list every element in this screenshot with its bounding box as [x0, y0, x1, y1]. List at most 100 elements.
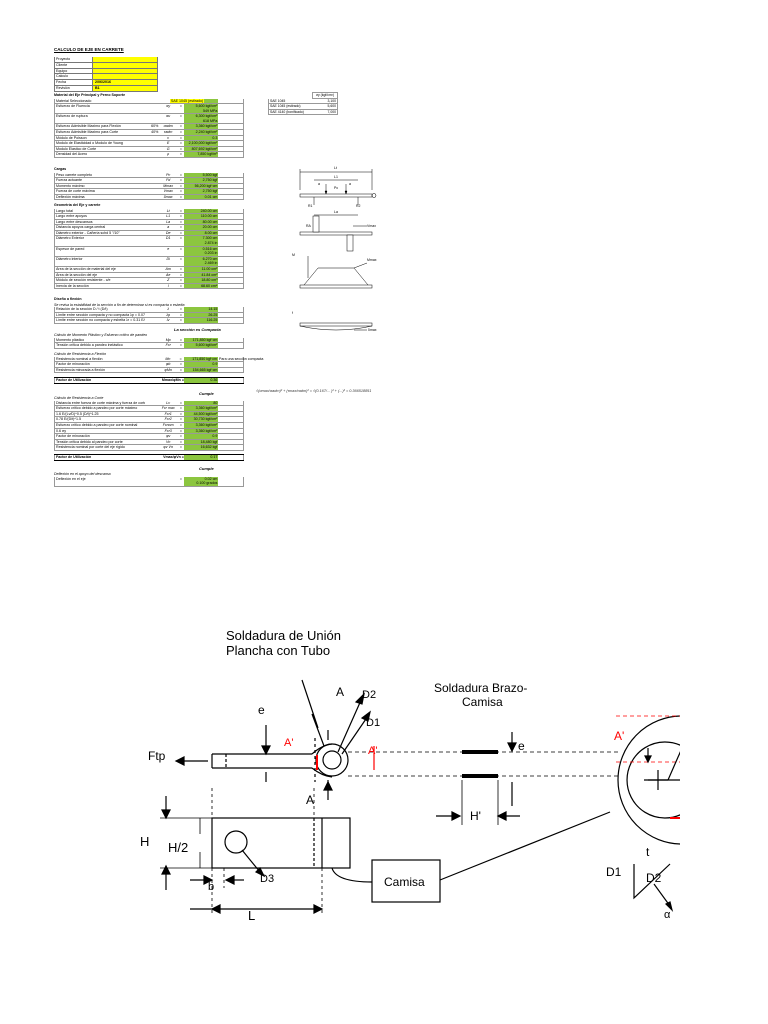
section-verdict: La sección es Compacta — [174, 327, 221, 332]
row-value: 3,360 kgf/cm² — [183, 406, 219, 411]
row-unit — [218, 130, 244, 135]
drawing-label-h-half: H/2 — [168, 840, 188, 855]
row-symbol: φMn — [164, 367, 172, 372]
row-symbol: σadm — [163, 124, 173, 129]
drawing-title-1: Soldadura de Unión — [226, 628, 341, 643]
project-label: Proyecto — [54, 57, 92, 62]
row-label: Espesor de pared — [54, 246, 145, 256]
row-label: Peso carrete completo — [54, 172, 145, 178]
drawing-title2-2: Camisa — [462, 695, 503, 709]
row-percent — [145, 267, 159, 272]
material-section: Material del Eje Principal y Perno Sopor… — [54, 93, 244, 159]
row-percent — [145, 401, 159, 406]
row-symbol: Ae — [165, 272, 171, 277]
project-value[interactable]: B1 — [92, 85, 158, 91]
row-symbol: Fcr max — [161, 406, 175, 411]
row-label: Momento máximo — [54, 183, 145, 189]
row-percent — [145, 417, 159, 422]
row-symbol: λ — [167, 307, 170, 312]
row-value-secondary: 2.874 in — [204, 241, 218, 246]
row-percent — [145, 412, 159, 417]
row-percent — [145, 338, 159, 343]
material-header: Material del Eje Principal y Perno Sopor… — [54, 93, 126, 97]
project-value[interactable] — [92, 68, 158, 74]
project-value[interactable] — [92, 74, 158, 80]
project-value[interactable]: 2/06/2016 — [92, 80, 158, 85]
row-equals: = — [179, 445, 183, 450]
row-value: 3,360 kgf/cm² — [183, 422, 219, 428]
row-label: Tensión crítica debido a pandeo inelásti… — [54, 343, 145, 348]
project-row: Cliente — [54, 62, 158, 69]
row-equals: = — [179, 367, 183, 372]
row-equals: = — [179, 434, 183, 439]
row-value: 0.9 — [183, 434, 219, 439]
row-symbol: Pc — [166, 172, 171, 177]
row-percent — [145, 220, 159, 225]
row-symbol: Di — [166, 256, 170, 261]
row-percent: 60% — [151, 124, 159, 129]
row-unit — [218, 439, 244, 445]
deflection-section: Deflexión en el apoyo del descanso Defle… — [54, 472, 244, 487]
project-value[interactable] — [92, 62, 158, 68]
row-equals: = — [179, 422, 183, 427]
row-label: Modulo Elastico de Corte — [54, 146, 145, 152]
row-label: Esfuerzo de ruptura — [54, 114, 145, 124]
row-unit — [218, 124, 244, 130]
row-value-secondary: 549 MPa — [203, 108, 218, 113]
row-value: 2,240 kgf/cm² — [183, 130, 219, 135]
row-percent — [145, 136, 159, 141]
row-symbol: τadm — [164, 130, 173, 135]
row-percent — [144, 357, 158, 362]
row-equals: = — [179, 214, 183, 219]
row-symbol: ν — [167, 135, 170, 140]
row-percent — [145, 318, 159, 323]
row-label: Tensión crítica debido al pandeo por cor… — [54, 439, 145, 445]
yield-value: 7,000 — [327, 109, 337, 114]
row-equals: = — [179, 267, 183, 272]
row-value: 41.84 cm² — [183, 272, 219, 278]
row-percent — [145, 445, 159, 450]
row-label: Esfuerzo Admisible Maximo para Flexión — [54, 124, 145, 130]
label-mmax: Mmax — [367, 258, 377, 262]
row-unit — [218, 267, 244, 272]
row-symbol: Vmax — [163, 189, 173, 194]
row-equals: = — [179, 476, 183, 481]
row-symbol: Mp — [165, 337, 171, 342]
material-name: SAE 1045 (estirado) — [170, 98, 204, 103]
row-symbol: G — [166, 146, 170, 151]
project-value[interactable] — [92, 57, 158, 62]
row-value: 240.00 cm — [183, 208, 219, 214]
row-label: Esfuerzo de Fluencia — [54, 104, 145, 114]
row-value: 5,600 kgf/cm² — [183, 343, 219, 348]
label-a2: a — [349, 182, 351, 186]
row-unit: Para una sección compacta — [219, 356, 264, 362]
row-unit — [218, 98, 244, 104]
row-label: Largo total — [54, 208, 145, 214]
drawing-label-a-prime-left: A' — [284, 737, 293, 749]
row-label: Esfuerzo crítico debido a pandeo por cor… — [54, 422, 145, 428]
row-value: 30,730 kgf/cm² — [183, 417, 219, 422]
calc-row: Diámetro exterior - Cañería schd 5 "/10"… — [54, 230, 244, 237]
row-label: Resistencia nominal por corte del eje rí… — [54, 445, 145, 450]
calc-row: Distancia entre fuerza de corte máxima y… — [54, 400, 244, 407]
row-value-secondary: 618 MPa — [203, 118, 218, 123]
row-percent — [145, 189, 159, 194]
beam-diagrams: Lt L1 a a Pc R1 R2 La RA Vmax M Mmax f δ… — [292, 166, 377, 332]
row-label: Módulo de sección resistente - c/e — [54, 278, 145, 283]
drawing-label-d1-bottom: D1 — [606, 865, 622, 879]
label-pc: Pc — [334, 186, 338, 190]
row-symbol: Fcr2 — [164, 417, 172, 422]
row-percent — [145, 209, 159, 214]
row-percent — [145, 429, 159, 434]
project-label: Cliente — [54, 62, 92, 68]
row-symbol: λp — [166, 312, 171, 317]
row-equals: = — [179, 400, 183, 405]
row-value: 80.00 cm — [183, 219, 219, 225]
project-row: Proyecto — [54, 57, 158, 63]
